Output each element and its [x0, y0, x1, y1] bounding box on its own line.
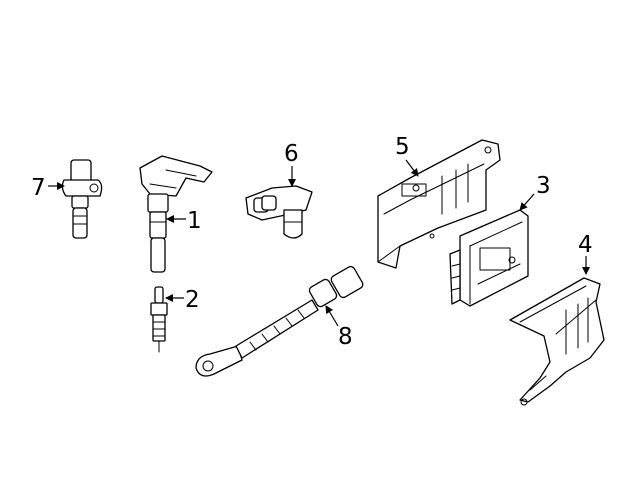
leader-8 — [325, 305, 339, 327]
callout-5: 5 — [395, 134, 410, 160]
callout-2: 2 — [185, 287, 200, 313]
callout-4: 4 — [578, 232, 593, 258]
part-7-position-sensor — [61, 159, 103, 239]
part-4-cover — [509, 277, 605, 406]
part-2-spark-plug — [150, 286, 168, 353]
callout-6: 6 — [284, 141, 299, 167]
part-8-knock-sensor — [195, 265, 364, 377]
leader-3 — [519, 193, 535, 211]
part-5-bracket — [377, 139, 501, 269]
part-6-sensor — [245, 185, 313, 239]
part-1-ignition-coil — [139, 155, 213, 273]
part-3-control-module — [449, 209, 529, 307]
callout-labels: 7 1 2 6 5 3 4 8 — [31, 134, 593, 350]
callout-1: 1 — [187, 208, 202, 234]
callout-8: 8 — [338, 324, 353, 350]
leader-5 — [405, 159, 419, 177]
callout-7: 7 — [31, 175, 46, 201]
leader-lines — [48, 159, 590, 327]
callout-3: 3 — [536, 173, 551, 199]
